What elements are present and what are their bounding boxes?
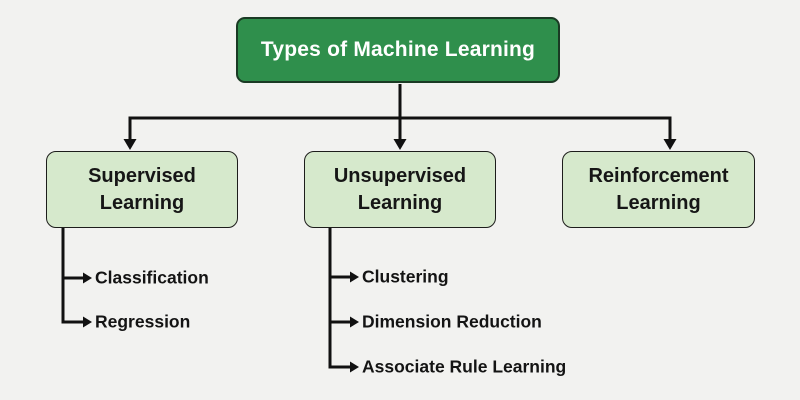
arrow-down-reinforcement	[663, 139, 677, 150]
node-reinforcement-learning: Reinforcement Learning	[562, 151, 755, 228]
leaf-dimension-reduction: Dimension Reduction	[362, 311, 542, 332]
unsupervised-learning-label: Unsupervised Learning	[333, 164, 467, 214]
arrow-right-classification	[83, 272, 92, 284]
arrow-right-dimension	[350, 316, 359, 328]
unsupervised-branch-line	[328, 227, 351, 369]
supervised-branch-line	[61, 227, 84, 324]
leaf-associate-rule-learning: Associate Rule Learning	[362, 356, 567, 377]
supervised-learning-label: Supervised Learning	[88, 164, 196, 214]
arrow-down-unsupervised	[393, 139, 407, 150]
arrow-down-supervised	[123, 139, 137, 150]
distributor-line	[128, 116, 672, 141]
leaf-clustering: Clustering	[362, 266, 449, 287]
arrow-right-regression	[83, 316, 92, 328]
node-supervised-learning: Supervised Learning	[46, 151, 238, 228]
leaf-regression: Regression	[95, 311, 191, 332]
reinforcement-learning-label: Reinforcement Learning	[588, 164, 729, 214]
arrow-right-clustering	[350, 271, 359, 283]
node-types-of-machine-learning: Types of Machine Learning	[236, 17, 560, 83]
leaf-classification: Classification	[95, 267, 209, 288]
node-unsupervised-learning: Unsupervised Learning	[304, 151, 496, 228]
root-node-label: Types of Machine Learning	[260, 38, 536, 61]
arrow-right-associate	[350, 361, 359, 373]
